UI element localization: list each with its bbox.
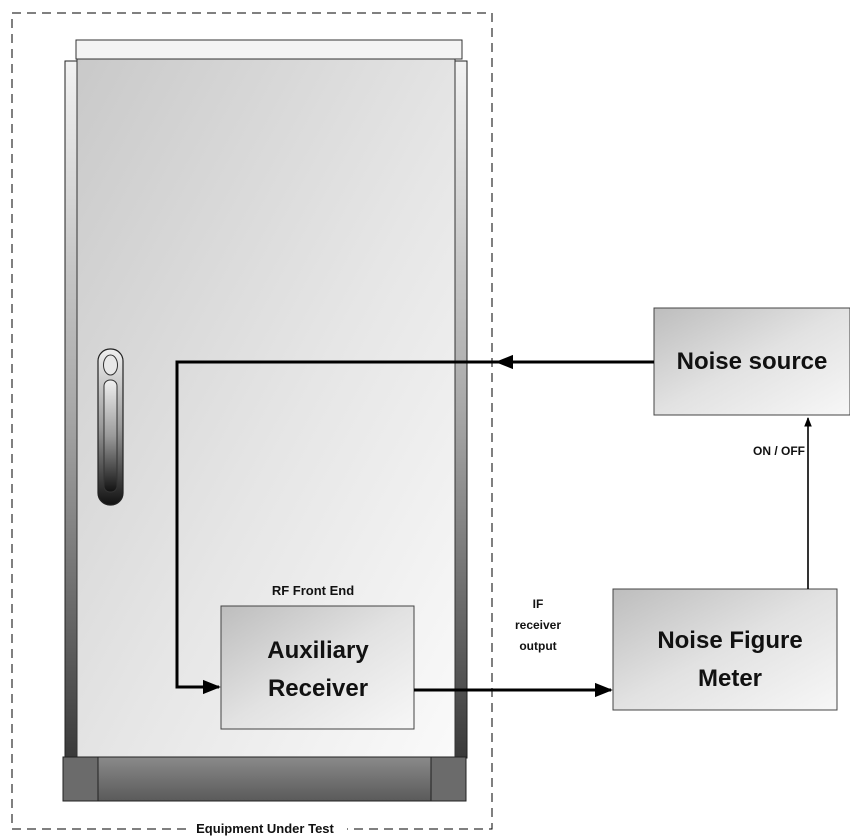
auxiliary-receiver-label-line1: Auxiliary bbox=[267, 637, 369, 664]
if-label-line1: IF bbox=[533, 597, 544, 611]
eut-label: Equipment Under Test bbox=[196, 821, 334, 836]
cabinet-base-left-foot bbox=[62, 756, 99, 802]
if-label-line3: output bbox=[519, 639, 556, 653]
noise-figure-meter-label-line2: Meter bbox=[698, 665, 762, 692]
cabinet-left-rail bbox=[64, 60, 78, 759]
noise-figure-meter-label-line1: Noise Figure bbox=[657, 627, 802, 654]
auxiliary-receiver-box bbox=[220, 605, 415, 730]
cabinet-top-cap bbox=[75, 39, 463, 60]
noise-source-to-receiver-connector bbox=[175, 360, 654, 695]
cabinet-base-right-foot bbox=[430, 756, 467, 802]
if-label-line2: receiver bbox=[515, 618, 561, 632]
noise-source-box bbox=[653, 307, 850, 416]
rf-front-end-label: RF Front End bbox=[272, 583, 354, 598]
door-handle bbox=[97, 348, 124, 506]
cabinet-right-rail bbox=[454, 60, 468, 759]
cabinet-base bbox=[62, 756, 467, 802]
noise-figure-meter-box bbox=[612, 588, 838, 711]
auxiliary-receiver-label-line2: Receiver bbox=[268, 675, 368, 702]
noise-source-label: Noise source bbox=[677, 348, 828, 375]
on-off-label: ON / OFF bbox=[753, 444, 805, 458]
eut-boundary bbox=[11, 12, 493, 830]
